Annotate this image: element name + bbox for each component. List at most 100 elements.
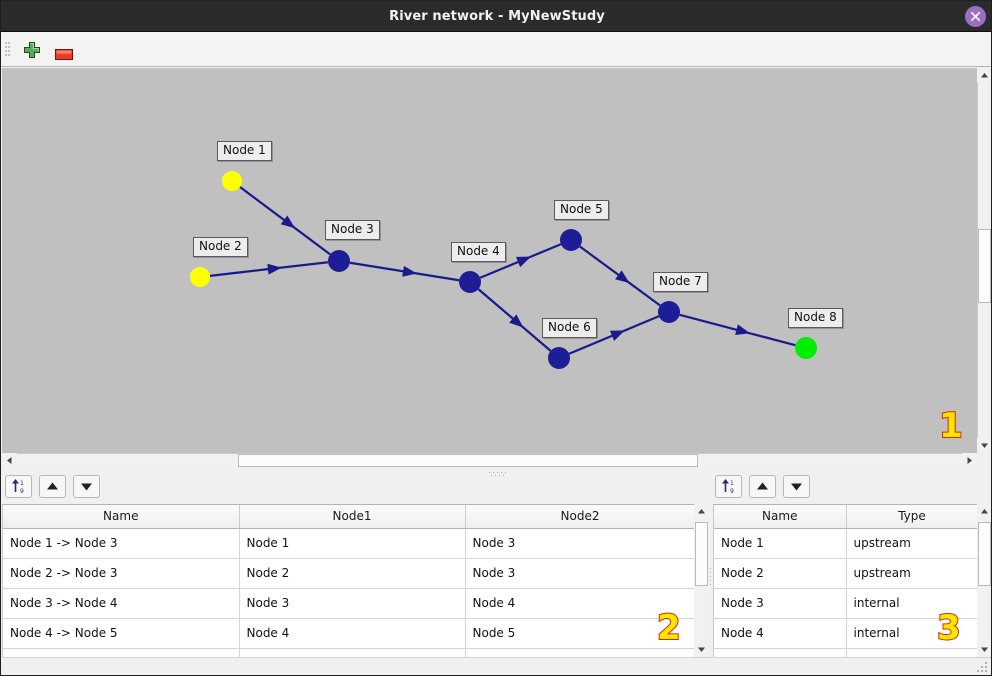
reaches-cell[interactable]: Node 4 — [239, 618, 466, 649]
reaches-empty-cell — [3, 648, 240, 657]
vertical-splitter[interactable] — [709, 504, 713, 657]
nodes-col-type[interactable]: Type — [846, 505, 977, 529]
network-node-n2[interactable] — [190, 267, 210, 287]
reaches-cell[interactable]: Node 4 — [465, 588, 694, 619]
reaches-cell[interactable]: Node 2 -> Node 3 — [3, 558, 240, 589]
node-label-n8[interactable]: Node 8 — [788, 308, 843, 328]
node-label-n3[interactable]: Node 3 — [325, 220, 380, 240]
nodes-col-name[interactable]: Name — [714, 505, 847, 529]
reaches-table-toolbar: 1 9 — [5, 475, 335, 503]
nodes-table-toolbar: 1 9 — [715, 475, 991, 503]
nodes-cell[interactable]: internal — [846, 618, 977, 649]
nodes-empty-cell — [846, 648, 977, 657]
node-label-n6[interactable]: Node 6 — [542, 318, 597, 338]
edge-arrow-icon — [509, 314, 524, 328]
node-label-n4[interactable]: Node 4 — [451, 242, 506, 262]
network-node-n3[interactable] — [328, 250, 350, 272]
annotation-marker-3: 3 — [936, 608, 962, 648]
nodes-move-up-icon[interactable] — [749, 475, 776, 498]
edge-arrow-icon — [615, 270, 630, 284]
reaches-cell[interactable]: Node 3 — [465, 558, 694, 589]
nodes-scroll-up-icon[interactable] — [977, 504, 991, 519]
edge-arrow-icon — [609, 330, 625, 341]
network-node-n6[interactable] — [548, 347, 570, 369]
reaches-col-node2[interactable]: Node2 — [465, 505, 694, 529]
close-icon[interactable] — [965, 6, 986, 27]
network-node-n7[interactable] — [658, 301, 680, 323]
edge-arrow-icon — [402, 265, 417, 277]
reaches-move-down-icon[interactable] — [73, 475, 100, 498]
nodes-cell[interactable]: Node 4 — [714, 618, 847, 649]
reaches-cell[interactable]: Node 1 — [239, 528, 466, 559]
title-bar: River network - MyNewStudy — [1, 1, 991, 32]
reaches-cell[interactable]: Node 5 — [465, 618, 694, 649]
reaches-cell[interactable]: Node 3 -> Node 4 — [3, 588, 240, 619]
horizontal-splitter[interactable] — [2, 468, 991, 477]
reaches-move-up-icon[interactable] — [39, 475, 66, 498]
toolbar-drag-handle[interactable] — [5, 42, 10, 58]
network-graph — [190, 171, 817, 369]
nodes-cell[interactable]: internal — [846, 588, 977, 619]
reaches-cell[interactable]: Node 3 — [465, 528, 694, 559]
network-node-n1[interactable] — [222, 171, 242, 191]
reaches-cell[interactable]: Node 3 — [239, 588, 466, 619]
add-plus-icon[interactable] — [23, 41, 41, 59]
reaches-cell[interactable]: Node 2 — [239, 558, 466, 589]
resize-grip-icon[interactable] — [977, 662, 988, 673]
node-layer — [190, 171, 817, 369]
node-label-n2[interactable]: Node 2 — [193, 237, 248, 257]
graph-scroll-left-icon[interactable] — [2, 453, 17, 468]
svg-text:1: 1 — [20, 480, 24, 487]
nodes-cell[interactable]: Node 2 — [714, 558, 847, 589]
nodes-vertical-scrollbar-thumb[interactable] — [978, 522, 991, 586]
node-label-n5[interactable]: Node 5 — [554, 200, 609, 220]
network-node-n5[interactable] — [560, 229, 582, 251]
reaches-col-node1[interactable]: Node1 — [239, 505, 466, 529]
delete-minus-icon[interactable] — [55, 45, 73, 60]
graph-scroll-right-icon[interactable] — [962, 453, 977, 468]
graph-vertical-scrollbar-thumb[interactable] — [978, 229, 991, 303]
nodes-sort-ascending-icon[interactable]: 1 9 — [715, 475, 742, 498]
nodes-cell[interactable]: Node 3 — [714, 588, 847, 619]
graph-scroll-down-icon[interactable] — [977, 438, 991, 453]
reaches-sort-ascending-icon[interactable]: 1 9 — [5, 475, 32, 498]
nodes-scroll-down-icon[interactable] — [977, 642, 991, 657]
nodes-cell[interactable]: upstream — [846, 528, 977, 559]
graph-scroll-up-icon[interactable] — [977, 68, 991, 83]
node-label-n1[interactable]: Node 1 — [217, 141, 272, 161]
river-network-canvas[interactable]: Node 1 Node 2 Node 3 Node 4 Node 5 Node 6 Node… — [2, 68, 977, 453]
reaches-vertical-scrollbar-thumb[interactable] — [695, 522, 708, 586]
reaches-cell[interactable]: Node 4 -> Node 5 — [3, 618, 240, 649]
reaches-scroll-up-icon[interactable] — [694, 504, 709, 519]
nodes-move-down-icon[interactable] — [783, 475, 810, 498]
reaches-col-name[interactable]: Name — [3, 505, 240, 529]
svg-text:1: 1 — [730, 480, 734, 487]
svg-text:9: 9 — [20, 488, 24, 495]
network-node-n4[interactable] — [459, 271, 481, 293]
graph-horizontal-scrollbar-thumb[interactable] — [238, 454, 698, 467]
reaches-empty-cell — [239, 648, 466, 657]
reaches-scroll-down-icon[interactable] — [694, 642, 709, 657]
reaches-cell[interactable]: Node 1 -> Node 3 — [3, 528, 240, 559]
edge-layer — [209, 186, 796, 355]
nodes-cell[interactable]: Node 1 — [714, 528, 847, 559]
network-node-n8[interactable] — [795, 337, 817, 359]
svg-text:9: 9 — [730, 488, 734, 495]
annotation-marker-1: 1 — [938, 406, 964, 446]
edge-arrow-icon — [735, 324, 751, 336]
node-label-n7[interactable]: Node 7 — [653, 272, 708, 292]
annotation-marker-2: 2 — [656, 608, 682, 648]
nodes-cell[interactable]: upstream — [846, 558, 977, 589]
